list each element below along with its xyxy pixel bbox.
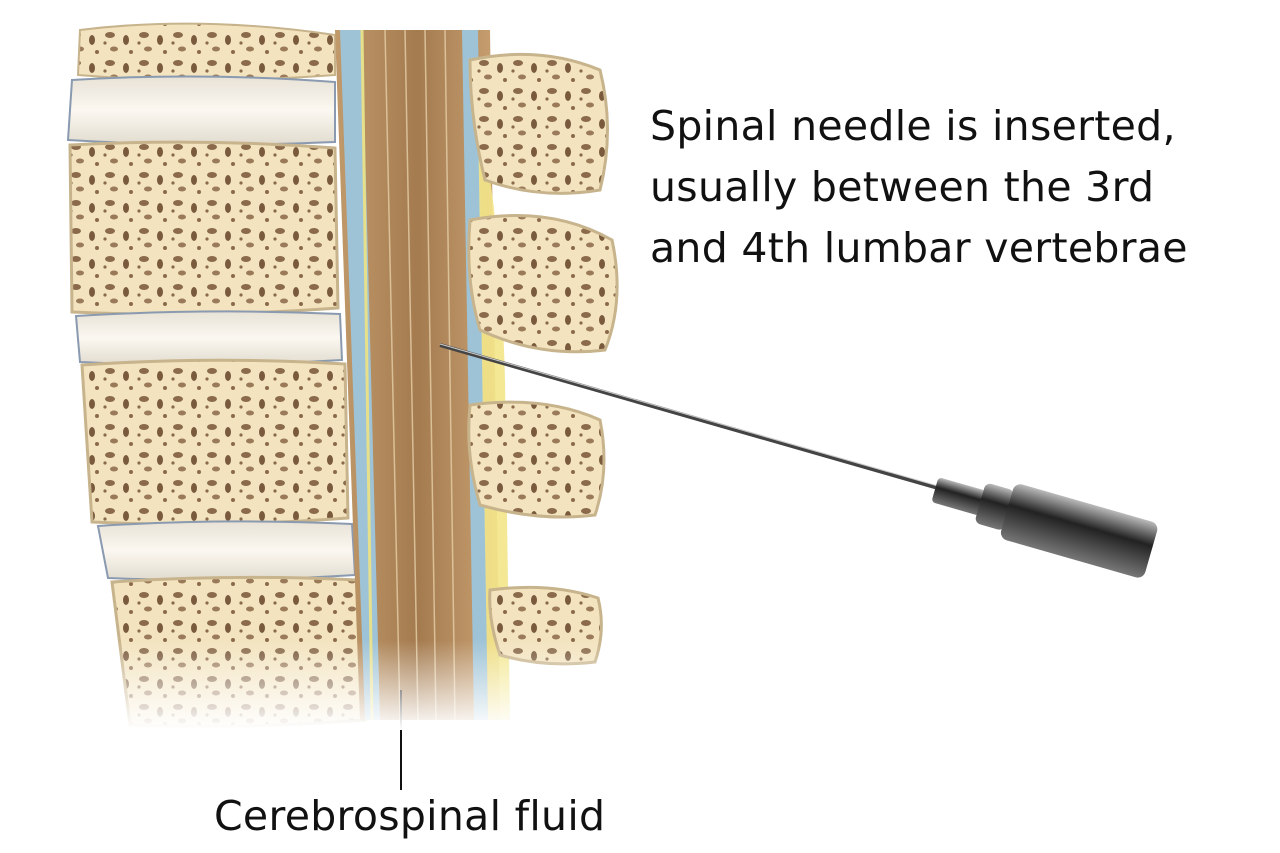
- syringe: [932, 478, 1158, 578]
- annotation-line-2: usually between the 3rd: [650, 163, 1155, 211]
- spinous-process: [467, 400, 606, 519]
- vertebral-body: [80, 358, 350, 526]
- needle-insertion-annotation: Spinal needle is inserted, usually betwe…: [650, 96, 1188, 279]
- vertebral-body-top: [76, 22, 336, 81]
- csf-label: Cerebrospinal fluid: [214, 792, 606, 840]
- intervertebral-disc: [74, 310, 344, 366]
- spinous-process: [468, 52, 609, 195]
- intervertebral-disc: [66, 75, 336, 146]
- spinous-process: [467, 214, 619, 354]
- annotation-line-1: Spinal needle is inserted,: [650, 102, 1176, 150]
- spinal-canal: [335, 29, 510, 790]
- spinal-needle: [439, 343, 1158, 578]
- vertebral-body: [68, 140, 340, 316]
- intervertebral-disc: [96, 520, 357, 581]
- bottom-fade: [0, 640, 620, 730]
- vertebral-column: [66, 22, 367, 729]
- annotation-line-3: and 4th lumbar vertebrae: [650, 224, 1188, 272]
